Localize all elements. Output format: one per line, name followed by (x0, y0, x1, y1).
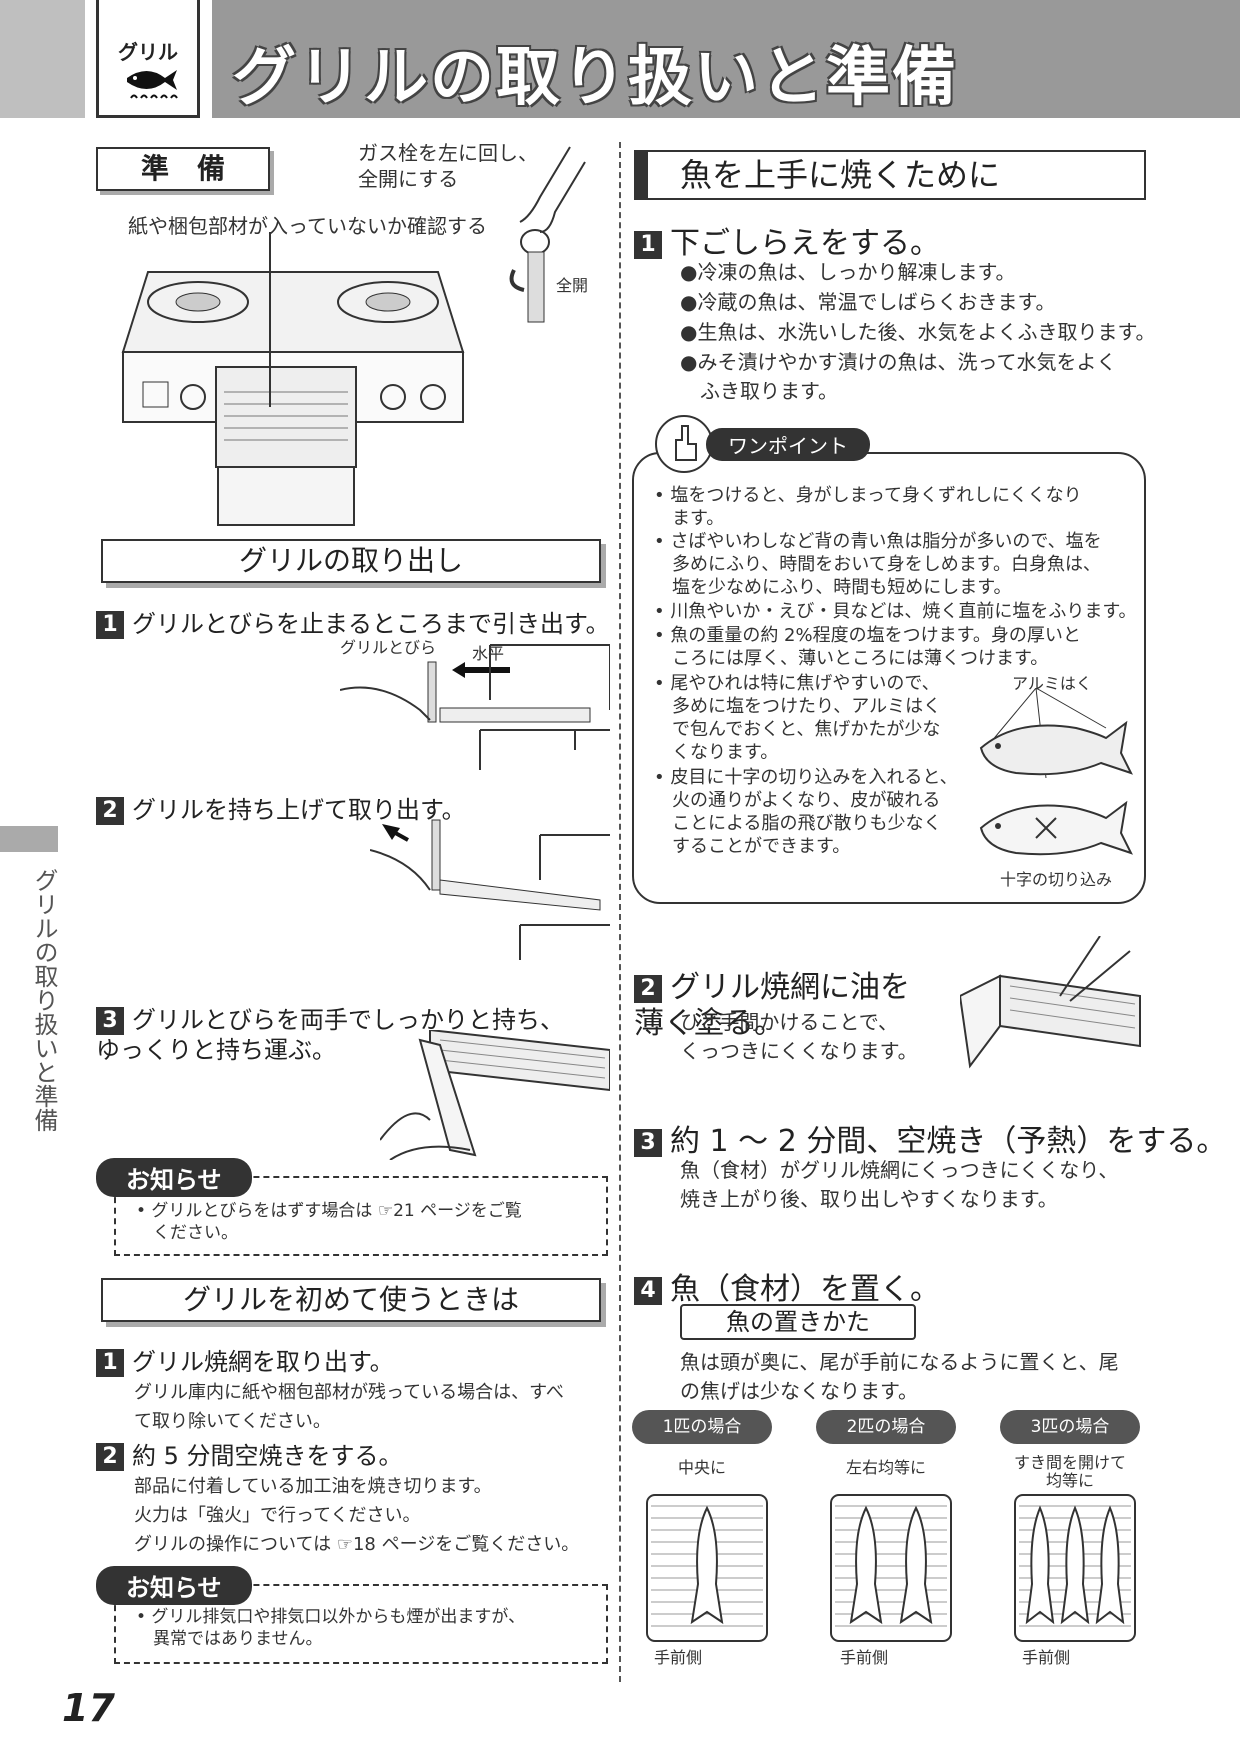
first-use-step-1: 1 グリル焼網を取り出す。 (96, 1342, 394, 1377)
prep-fish-item-3: ●生魚は、水洗いした後、水気をよくふき取ります。 (680, 320, 1156, 344)
prep-fish-item-2: ●冷蔵の魚は、常温でしばらくおきます。 (680, 290, 1056, 314)
step-text: グリルとびらを両手でしっかりと持ち、 ゆっくりと持ち運ぶ。 (96, 1006, 564, 1064)
step-number: 2 (96, 1443, 124, 1471)
placement-pill-2: 2匹の場合 (816, 1410, 956, 1444)
side-tab-marker (0, 826, 58, 852)
step-text: 魚（食材）を置く。 (670, 1272, 940, 1307)
fish-icon (127, 70, 178, 99)
fish-section-title: 魚を上手に焼くために (634, 150, 1146, 200)
grill-one-fish-diagram (646, 1494, 768, 1642)
placement-note-3: すき間を開けて 均等に (1013, 1453, 1126, 1490)
onepoint-bullet-6: • 皮目に十字の切り込みを入れると、 火の通りがよくなり、皮が破れる ことによる… (654, 767, 958, 857)
header-bar (212, 0, 1240, 118)
gas-valve-illustration (509, 146, 586, 323)
step-number: 2 (634, 974, 662, 1003)
placement-pill-3: 3匹の場合 (1000, 1410, 1140, 1444)
step-number: 1 (634, 230, 662, 259)
removal-title: グリルの取り出し (101, 539, 601, 583)
step-text: グリル焼網を取り出す。 (132, 1348, 394, 1376)
prep-fish-item-4: ●みそ漬けやかす漬けの魚は、洗って水気をよく ふき取ります。 (680, 350, 1117, 403)
placement-subtitle-text: 魚の置きかた (726, 1308, 870, 1336)
notice-box-1 (114, 1176, 608, 1256)
step-text: 約 5 分間空焼きをする。 (132, 1442, 403, 1470)
cooktop-illustration (121, 232, 465, 526)
pointing-hand-icon (655, 415, 713, 473)
oil-net-desc: ひと手間かけることで、 くっつきにくくなります。 (680, 1010, 918, 1063)
prep-fish-step: 1 下ごしらえをする。 (634, 218, 940, 262)
cross-cut-label: 十字の切り込み (1000, 870, 1113, 889)
fish-foil-illustration (979, 688, 1133, 856)
first-use-title: グリルを初めて使うときは (101, 1278, 601, 1322)
step-text: 約 1 ～ 2 分間、空焼き（予熱）をする。 (670, 1124, 1227, 1159)
prep-fish-item-1: ●冷凍の魚は、しっかり解凍します。 (680, 260, 1016, 284)
page-number: 17 (62, 1686, 115, 1730)
step-text: グリルとびらを止まるところまで引き出す。 (132, 610, 610, 638)
notice-tag-2: お知らせ (96, 1566, 252, 1605)
first-use-title-text: グリルを初めて使うときは (182, 1283, 519, 1316)
removal-title-text: グリルの取り出し (238, 544, 463, 577)
first-use-step-1-desc: グリル庫内に紙や梱包部材が残っている場合は、すべ て取り除いてください。 (134, 1382, 564, 1432)
step-number: 2 (96, 797, 124, 825)
carry-grill-illustration (380, 1030, 610, 1160)
step-number: 1 (96, 611, 124, 639)
oil-net-illustration (960, 936, 1141, 1069)
onepoint-bullet-4: • 魚の重量の約 2%程度の塩をつけます。身の厚いと ころには厚く、薄いところに… (654, 625, 1081, 669)
step-number: 3 (96, 1007, 124, 1035)
level-label: 水平 (472, 644, 505, 663)
step-text: グリルを持ち上げて取り出す。 (132, 796, 466, 824)
notice-box-2 (114, 1584, 608, 1664)
valve-instruction: ガス栓を左に回し、 全開にする (358, 141, 538, 191)
onepoint-bullet-5: • 尾やひれは特に焦げやすいので、 多めに塩をつけたり、アルミはく で包んでおく… (654, 673, 942, 763)
removal-step-2: 2 グリルを持ち上げて取り出す。 (96, 790, 466, 825)
first-use-step-2: 2 約 5 分間空焼きをする。 (96, 1436, 403, 1471)
step-number: 3 (634, 1128, 662, 1157)
onepoint-box (632, 452, 1146, 904)
onepoint-bullet-1: • 塩をつけると、身がしまって身くずれしにくくなり ます。 (654, 485, 1082, 529)
pull-door-illustration (340, 644, 610, 770)
grill-two-fish-diagram (830, 1494, 952, 1642)
prep-title: 準 備 (96, 147, 270, 191)
step-number: 1 (96, 1349, 124, 1377)
front-side-label-3: 手前側 (1022, 1648, 1071, 1667)
first-use-step-2-desc: 部品に付着している加工油を焼き切ります。 火力は「強火」で行ってください。 グリ… (134, 1476, 580, 1555)
placement-subtitle: 魚の置きかた (680, 1304, 916, 1340)
removal-step-1: 1 グリルとびらを止まるところまで引き出す。 (96, 604, 610, 639)
foil-label: アルミはく (1012, 674, 1092, 693)
step-number: 4 (634, 1276, 662, 1305)
placement-note-1: 中央に (677, 1458, 726, 1477)
notice-tag-1: お知らせ (96, 1158, 252, 1197)
onepoint-bullet-3: • 川魚やいか・えび・貝などは、焼く直前に塩をふります。 (654, 601, 1137, 622)
prep-title-text: 準 備 (140, 152, 225, 185)
grill-category-badge: グリル (96, 0, 200, 118)
placement-desc: 魚は頭が奥に、尾が手前になるように置くと、尾 の焦げは少なくなります。 (680, 1350, 1119, 1403)
full-open-label: 全開 (556, 276, 589, 295)
notice-text-2: • グリル排気口や排気口以外からも煙が出ますが、 異常ではありません。 (136, 1607, 526, 1649)
step-text: グリル焼網に油を 薄く塗る。 (634, 970, 910, 1041)
column-divider (619, 142, 621, 1682)
grill-three-fish-diagram (1014, 1494, 1136, 1642)
placement-note-2: 左右均等に (845, 1458, 926, 1477)
front-side-label-2: 手前側 (840, 1648, 889, 1667)
check-packing-label: 紙や梱包部材が入っていないか確認する (128, 214, 487, 238)
notice-text-1: • グリルとびらをはずす場合は ☞21 ページをご覧 ください。 (136, 1201, 522, 1243)
page-title: グリルの取り扱いと準備 (232, 41, 958, 115)
preheat-desc: 魚（食材）がグリル焼網にくっつきにくくなり、 焼き上がり後、取り出しやすくなりま… (680, 1158, 1119, 1211)
lift-grill-illustration (370, 819, 610, 960)
onepoint-bullet-2: • さばやいわしなど背の青い魚は脂分が多いので、塩を 多めにふり、時間をおいて身… (654, 531, 1102, 598)
place-fish-step: 4 魚（食材）を置く。 (634, 1264, 940, 1308)
side-chapter-label: グリルの取り扱いと準備 (30, 868, 58, 1132)
preheat-step: 3 約 1 ～ 2 分間、空焼き（予熱）をする。 (634, 1116, 1226, 1160)
fish-section-title-text: 魚を上手に焼くために (680, 156, 1001, 194)
onepoint-tag-text: ワンポイント (728, 434, 848, 458)
grill-door-label: グリルとびら (340, 638, 437, 657)
onepoint-tag: ワンポイント (706, 428, 870, 461)
header-gray-block (0, 0, 85, 118)
grill-badge-label: グリル (118, 40, 178, 64)
placement-pill-1: 1匹の場合 (632, 1410, 772, 1444)
step-text: 下ごしらえをする。 (670, 226, 940, 261)
front-side-label-1: 手前側 (654, 1648, 703, 1667)
